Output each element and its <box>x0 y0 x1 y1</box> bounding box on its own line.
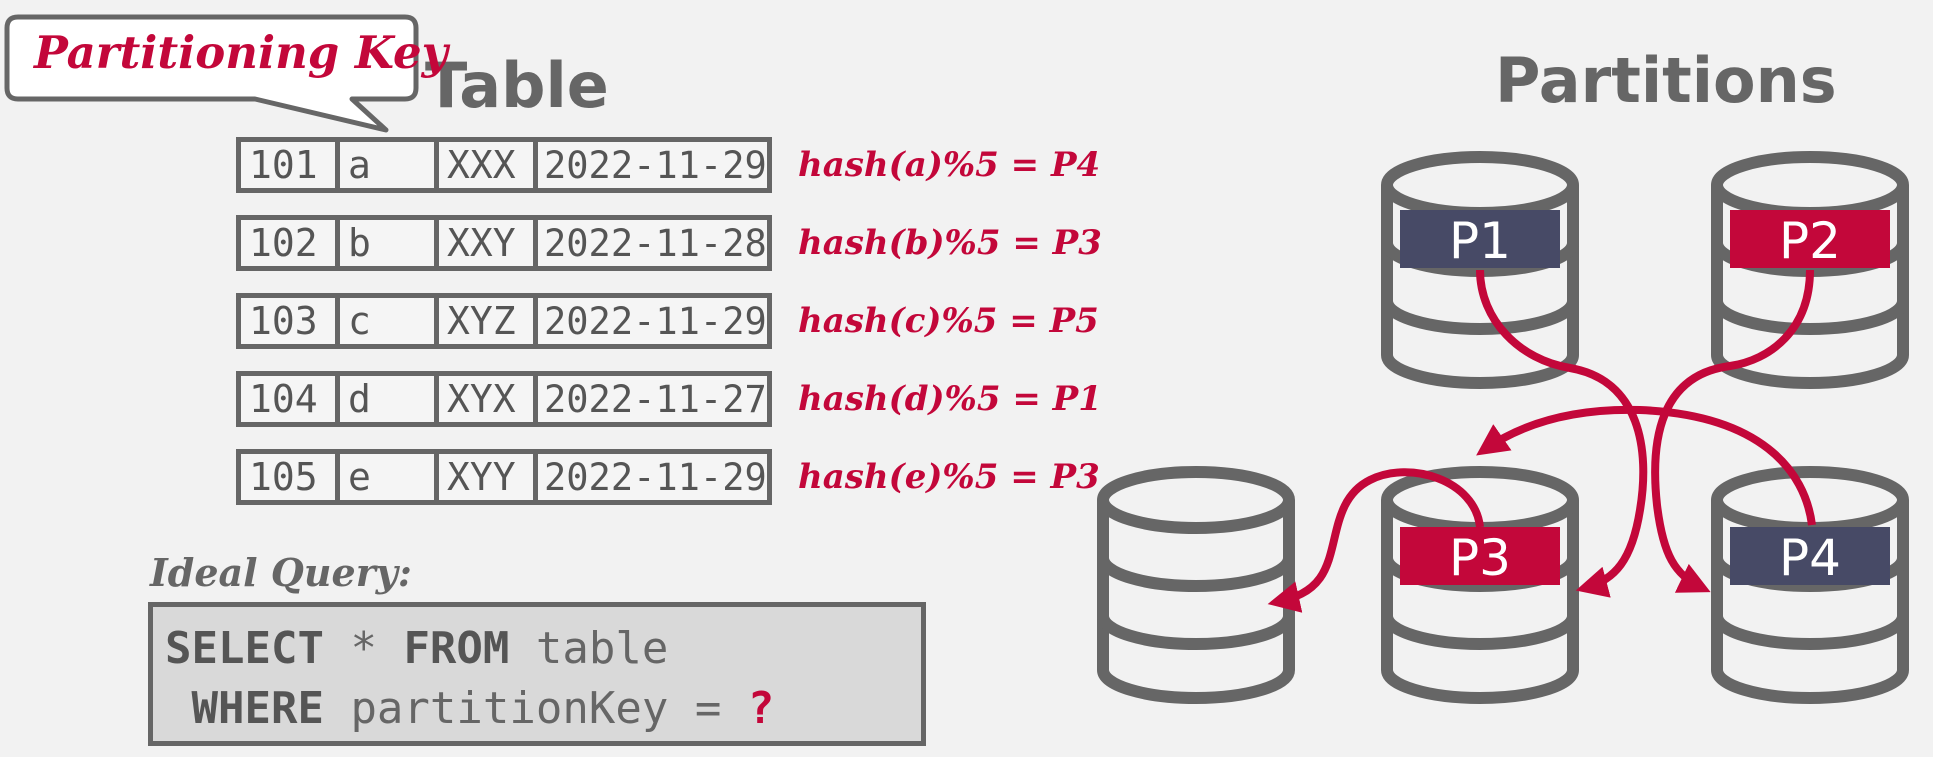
partition-label-p1: P1 <box>1400 210 1560 270</box>
hash-formula: hash(b)%5 = P3 <box>798 223 1102 263</box>
cell-id: 103 <box>241 298 340 344</box>
table-row: 103 c XYZ 2022-11-29 <box>236 293 772 349</box>
hash-formula: hash(a)%5 = P4 <box>798 145 1101 185</box>
partition-label-text: P3 <box>1449 529 1511 587</box>
cell-date: 2022-11-29 <box>544 143 767 187</box>
cell-code: XYZ <box>439 298 538 344</box>
callout-bubble <box>4 14 419 133</box>
hash-formula: hash(e)%5 = P3 <box>798 457 1100 497</box>
query-keyword: FROM <box>403 623 510 674</box>
cell-date: 2022-11-28 <box>544 221 767 265</box>
arrow-p3-to-unlabeled <box>1267 468 1484 613</box>
query-placeholder-mark: ? <box>747 683 775 734</box>
cell-date: 2022-11-27 <box>544 377 767 421</box>
query-text: partitionKey = <box>323 683 748 734</box>
cell-code: XXY <box>439 220 538 266</box>
cell-id: 102 <box>241 220 340 266</box>
cell-date: 2022-11-29 <box>544 455 767 499</box>
hash-formula: hash(c)%5 = P5 <box>798 301 1099 341</box>
table-row: 102 b XXY 2022-11-28 <box>236 215 772 271</box>
cell-key: e <box>340 454 439 500</box>
partition-label-text: P4 <box>1779 529 1841 587</box>
cell-date: 2022-11-29 <box>544 299 767 343</box>
table-title: Table <box>425 49 609 122</box>
table-row: 105 e XYY 2022-11-29 <box>236 449 772 505</box>
query-keyword: SELECT <box>165 623 324 674</box>
partition-label-p4: P4 <box>1730 527 1890 587</box>
partition-label-text: P1 <box>1449 212 1511 270</box>
table-row: 104 d XYX 2022-11-27 <box>236 371 772 427</box>
query-box: SELECT * FROM table WHERE partitionKey =… <box>148 602 926 746</box>
cell-key: c <box>340 298 439 344</box>
partitions-title: Partitions <box>1495 44 1837 117</box>
partition-label-p3: P3 <box>1400 527 1560 587</box>
cell-code: XXX <box>439 142 538 188</box>
partitioning-key-label: Partitioning Key <box>34 26 448 79</box>
cell-code: XYX <box>439 376 538 422</box>
cell-key: d <box>340 376 439 422</box>
query-text: table <box>509 623 669 674</box>
query-keyword: WHERE <box>191 683 324 734</box>
partition-label-p2: P2 <box>1730 210 1890 270</box>
cell-code: XYY <box>439 454 538 500</box>
ideal-query-label: Ideal Query: <box>150 550 412 595</box>
hash-formula: hash(d)%5 = P1 <box>798 379 1102 419</box>
cell-id: 101 <box>241 142 340 188</box>
cell-id: 104 <box>241 376 340 422</box>
arrow-p2-to-p4 <box>1651 269 1814 593</box>
database-icon-unlabeled <box>1097 466 1295 704</box>
query-text: * <box>323 623 404 674</box>
cell-id: 105 <box>241 454 340 500</box>
cell-key: b <box>340 220 439 266</box>
partition-label-text: P2 <box>1779 212 1841 270</box>
cell-key: a <box>340 142 439 188</box>
arrow-p4-to-p3-curve <box>1476 405 1816 526</box>
table-row: 101 a XXX 2022-11-29 <box>236 137 772 193</box>
